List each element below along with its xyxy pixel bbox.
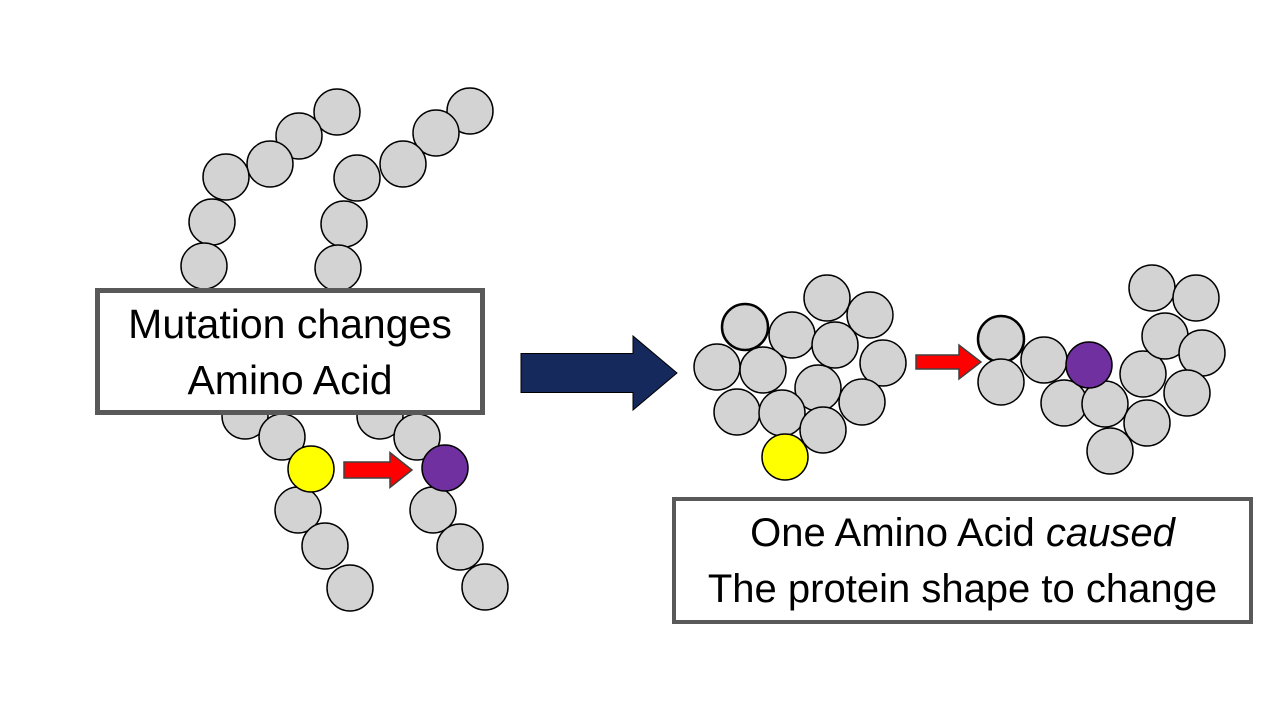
amino-acid-circle (1020, 336, 1068, 384)
amino-acid-change-arrow (343, 450, 414, 490)
result-label-line1: One Amino Acid caused (750, 505, 1175, 561)
changed-shape-protein (976, 264, 1226, 475)
result-label-line2: The protein shape to change (707, 566, 1218, 611)
main-transition-arrow (520, 334, 678, 412)
amino-acid-circle (859, 339, 907, 387)
amino-acid-circle (1123, 399, 1171, 447)
amino-acid-circle (838, 378, 886, 426)
amino-acid-circle (739, 346, 787, 394)
amino-acid-circle (180, 242, 228, 290)
amino-acid-circle (436, 523, 484, 571)
amino-acid-circle (811, 321, 859, 369)
result-label-line1-italic: caused (1045, 510, 1175, 555)
amino-acid-circle (1128, 264, 1176, 312)
amino-acid-circle (720, 302, 770, 352)
amino-acid-circle (379, 140, 427, 188)
unfolded-chain-mutated (314, 87, 509, 611)
unfolded-chain-original (180, 88, 374, 612)
amino-acid-circle (326, 564, 374, 612)
result-label-box: One Amino Acid caused The protein shape … (672, 497, 1253, 624)
amino-acid-circle (1172, 274, 1220, 322)
amino-acid-circle (803, 274, 851, 322)
folded-protein-yellow-acid (761, 433, 809, 481)
amino-acid-circle (461, 563, 509, 611)
changed-protein-purple-acid (1065, 341, 1113, 389)
mutation-label-line1: Mutation changes (128, 300, 452, 347)
mutated-amino-acid-purple (421, 444, 469, 492)
amino-acid-circle (275, 112, 323, 160)
amino-acid-circle (314, 244, 362, 292)
amino-acid-circle (313, 88, 361, 136)
mutation-label-box: Mutation changes Amino Acid (95, 288, 485, 415)
amino-acid-circle (846, 291, 894, 339)
amino-acid-circle (977, 358, 1025, 406)
amino-acid-circle (1086, 427, 1134, 475)
amino-acid-circle (1163, 369, 1211, 417)
amino-acid-circle (446, 87, 494, 135)
mutation-label-line2: Amino Acid (187, 356, 393, 403)
amino-acid-circle (202, 153, 250, 201)
amino-acid-circle (693, 343, 741, 391)
amino-acid-circle (1178, 329, 1226, 377)
amino-acid-circle (412, 109, 460, 157)
amino-acid-circle (188, 198, 236, 246)
amino-acid-circle (799, 406, 847, 454)
amino-acid-circle (320, 200, 368, 248)
amino-acid-circle (713, 388, 761, 436)
amino-acid-circle (758, 389, 806, 437)
amino-acid-circle (246, 140, 294, 188)
amino-acid-circle (1119, 350, 1167, 398)
result-label-line1-text: One Amino Acid (750, 510, 1046, 555)
amino-acid-circle (976, 314, 1026, 364)
shape-change-arrow (915, 343, 983, 381)
amino-acid-circle (333, 154, 381, 202)
amino-acid-circle (301, 522, 349, 570)
original-amino-acid-yellow (287, 445, 335, 493)
folded-protein-original (693, 274, 907, 481)
